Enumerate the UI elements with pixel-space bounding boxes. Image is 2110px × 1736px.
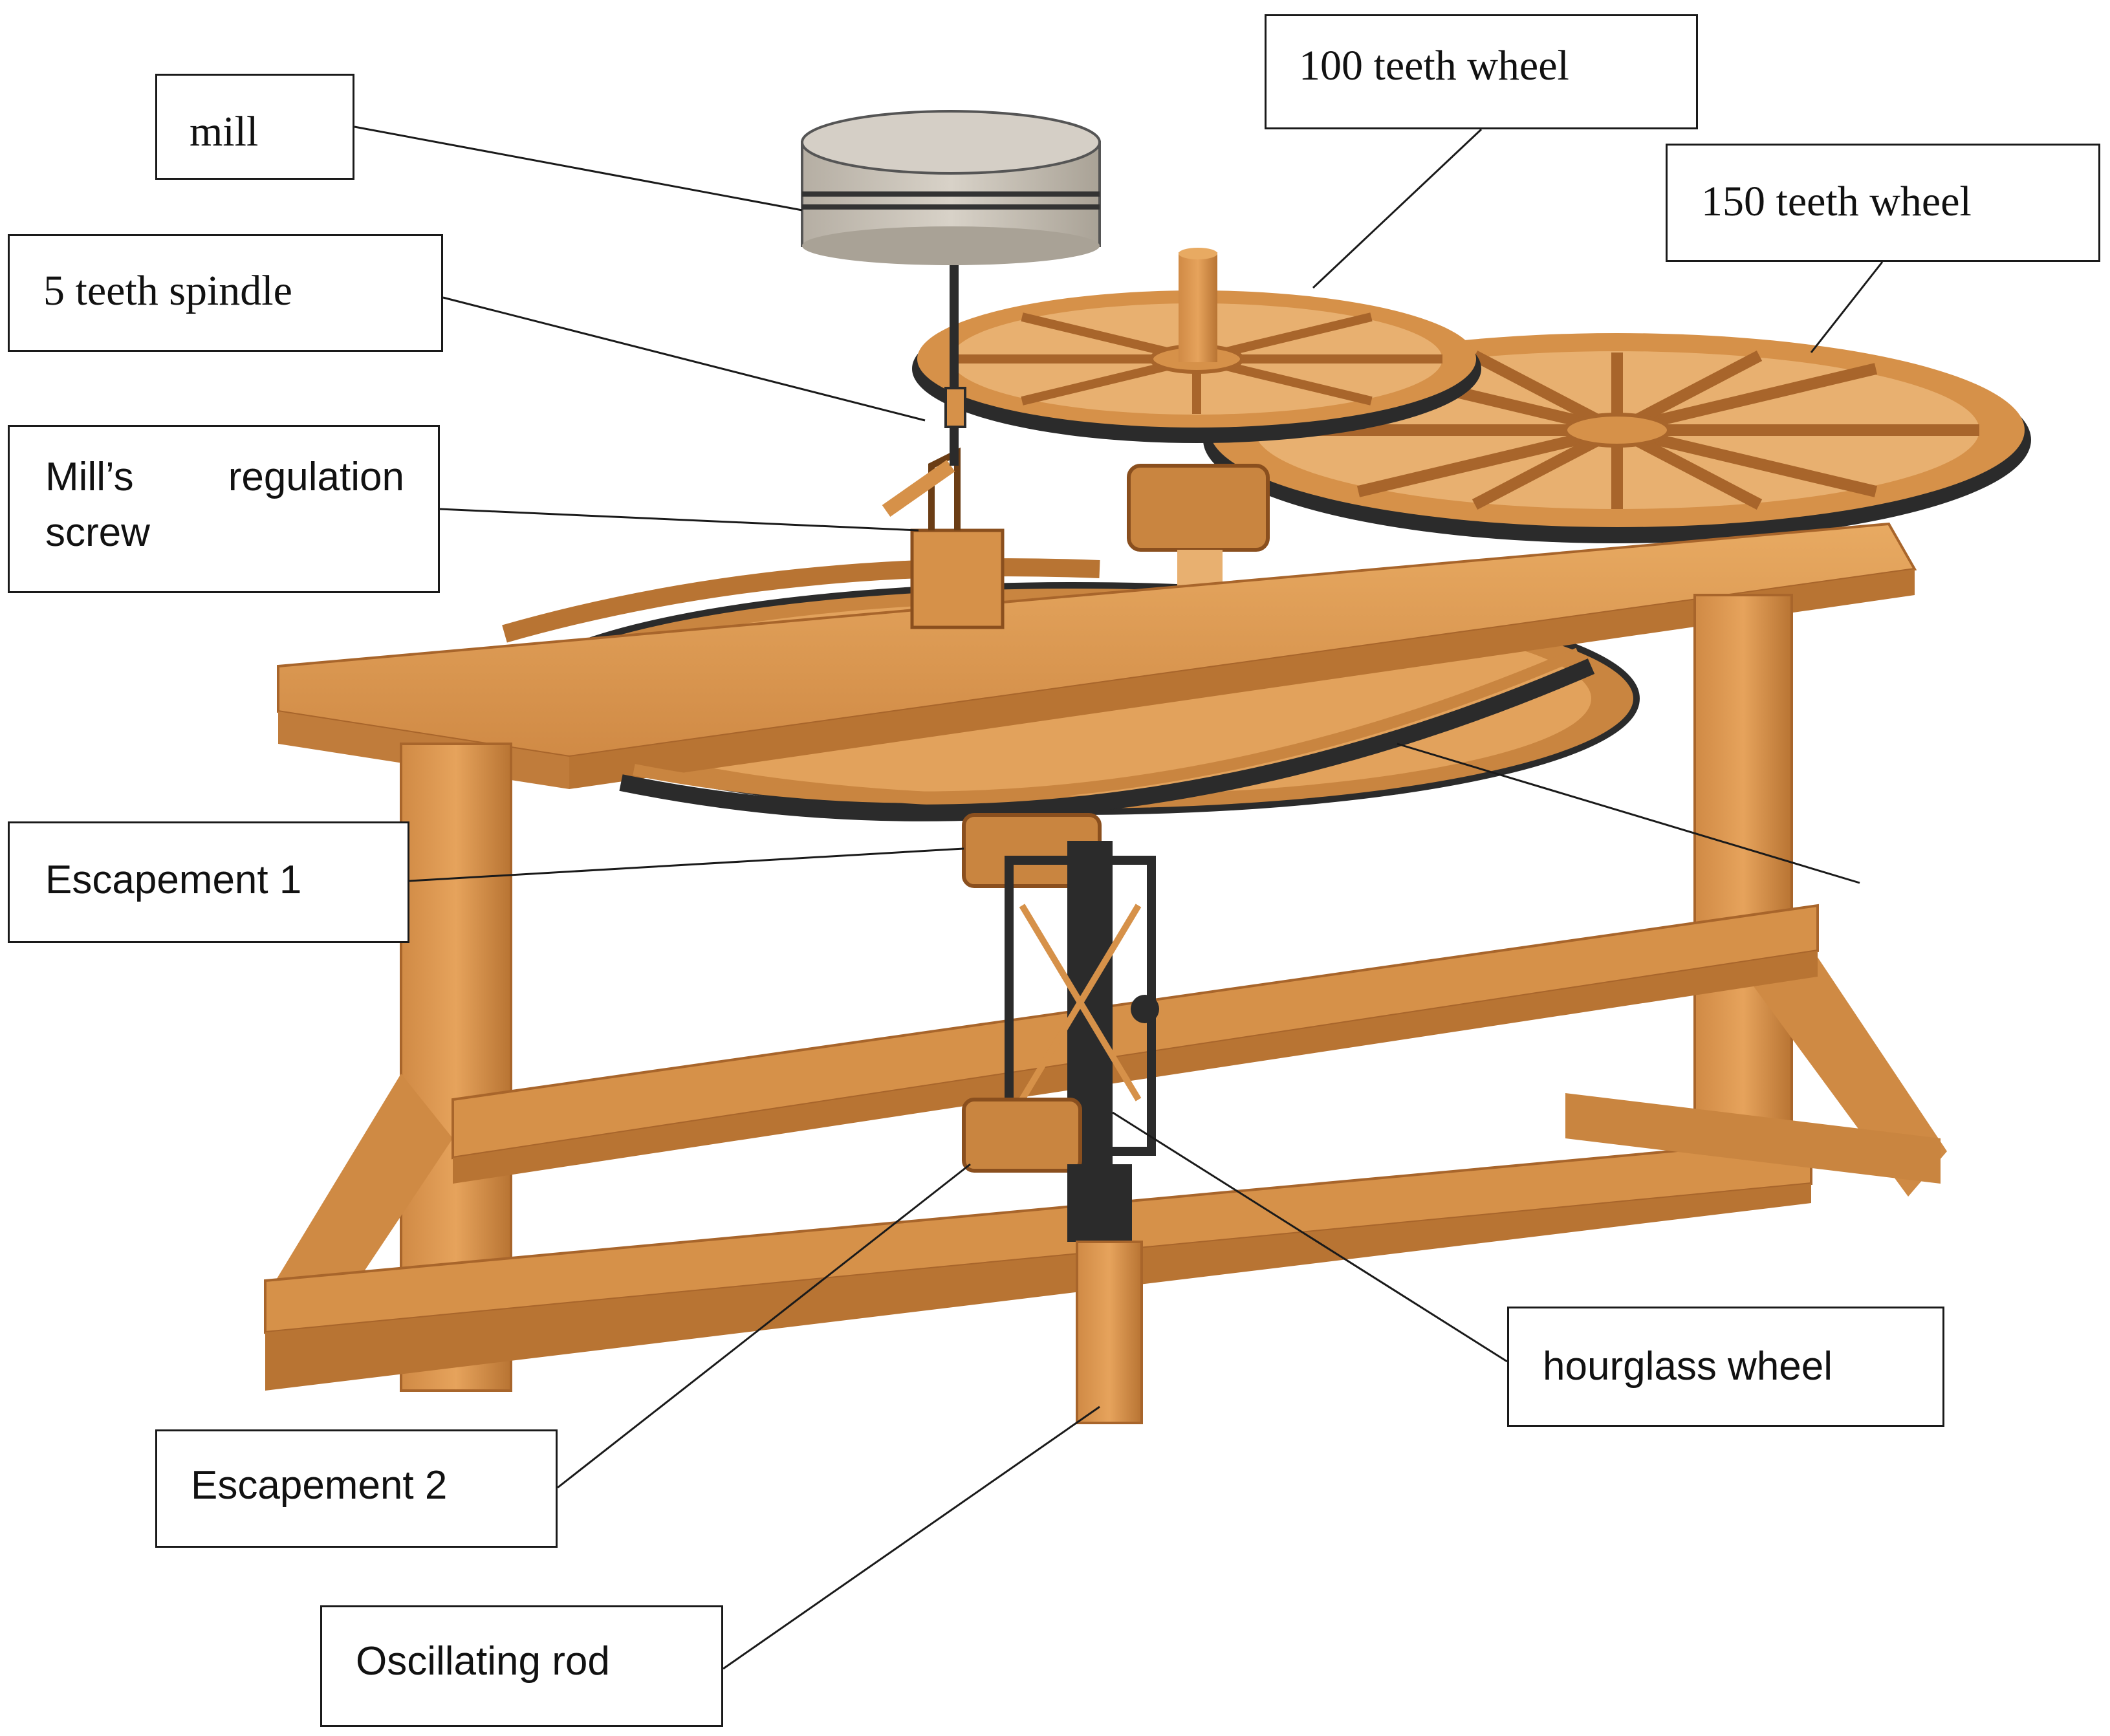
label-escapement-2: Escapement 2	[155, 1429, 558, 1548]
label-regulation-screw-line2: screw	[45, 510, 150, 555]
leader-mill	[354, 125, 803, 212]
leader-lines	[354, 125, 1884, 1670]
label-mill: mill	[155, 74, 354, 180]
label-regulation-screw-line1: Mill’s regulation	[45, 450, 404, 505]
leader-150-teeth	[1810, 261, 1884, 353]
label-oscillating-rod: Oscillating rod	[320, 1605, 723, 1727]
label-150-teeth-wheel: 150 teeth wheel	[1666, 144, 2100, 262]
mill-graphic	[801, 110, 1101, 466]
label-regulation-screw-word2: regulation	[228, 455, 404, 499]
label-100-teeth-wheel-text: 100 teeth wheel	[1299, 42, 1569, 89]
label-oscillating-rod-text: Oscillating rod	[356, 1639, 610, 1684]
label-escapement-1-text: Escapement 1	[45, 858, 302, 902]
label-escapement-2-text: Escapement 2	[191, 1463, 448, 1508]
leader-rod	[723, 1405, 1100, 1670]
label-mill-text: mill	[190, 108, 259, 155]
escapement-graphic	[962, 813, 1159, 1242]
rails-graphic	[264, 904, 1941, 1391]
leader-spindle	[442, 296, 926, 422]
label-hourglass-wheel: hourglass wheel	[1507, 1307, 1944, 1427]
far-wheel-edge	[502, 558, 1100, 643]
lower-wheel-graphic	[619, 647, 1595, 821]
label-escapement-1: Escapement 1	[8, 821, 409, 943]
regulation-block-graphic	[882, 447, 1005, 629]
leader-esc2	[557, 1163, 971, 1489]
label-150-teeth-wheel-text: 150 teeth wheel	[1701, 178, 1972, 225]
leader-esc1	[409, 847, 964, 882]
label-100-teeth-wheel: 100 teeth wheel	[1265, 14, 1698, 129]
rod-graphic	[1076, 1241, 1143, 1424]
leader-hourglass	[1112, 1111, 1508, 1363]
label-5-teeth-spindle-text: 5 teeth spindle	[43, 267, 292, 314]
leader-screw	[439, 508, 919, 532]
leader-100-teeth	[1312, 128, 1483, 289]
label-5-teeth-spindle: 5 teeth spindle	[8, 234, 443, 352]
label-hourglass-wheel-text: hourglass wheel	[1543, 1344, 1833, 1389]
lantern-gear-graphic	[1127, 464, 1270, 589]
leader-extra-wheel	[1397, 743, 1860, 884]
legs-graphic	[272, 594, 1947, 1392]
label-regulation-screw-word1: Mill’s	[45, 455, 134, 499]
wheel-100-graphic	[912, 248, 1481, 443]
label-regulation-screw: Mill’s regulation screw	[8, 425, 440, 593]
